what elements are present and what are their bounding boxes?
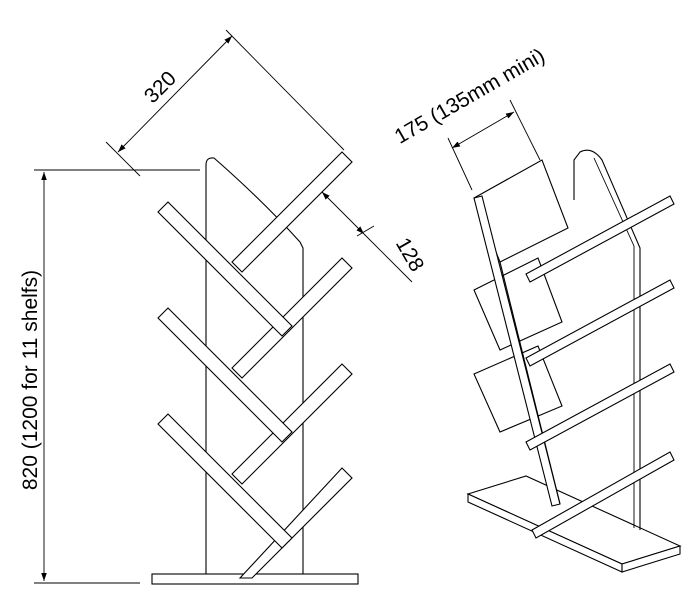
right-shelves xyxy=(231,151,353,579)
width-label: 320 xyxy=(140,67,181,108)
iso-base xyxy=(466,475,682,565)
spacing-dimension-line xyxy=(451,111,515,149)
spacing-label: 175 (135mm mini) xyxy=(391,44,549,149)
iso-back-boards xyxy=(473,159,569,433)
width-dimension-line xyxy=(117,35,233,153)
height-label: 820 (1200 for 11 shelfs) xyxy=(19,270,42,490)
front-view: 320 128 820 (1200 for 11 shelfs) xyxy=(19,29,428,585)
depth-dimension-line xyxy=(321,191,365,235)
iso-front-shelves xyxy=(525,195,675,539)
depth-label: 128 xyxy=(391,234,428,276)
isometric-view: 175 (135mm mini) xyxy=(391,44,682,573)
left-shelves xyxy=(157,201,293,549)
